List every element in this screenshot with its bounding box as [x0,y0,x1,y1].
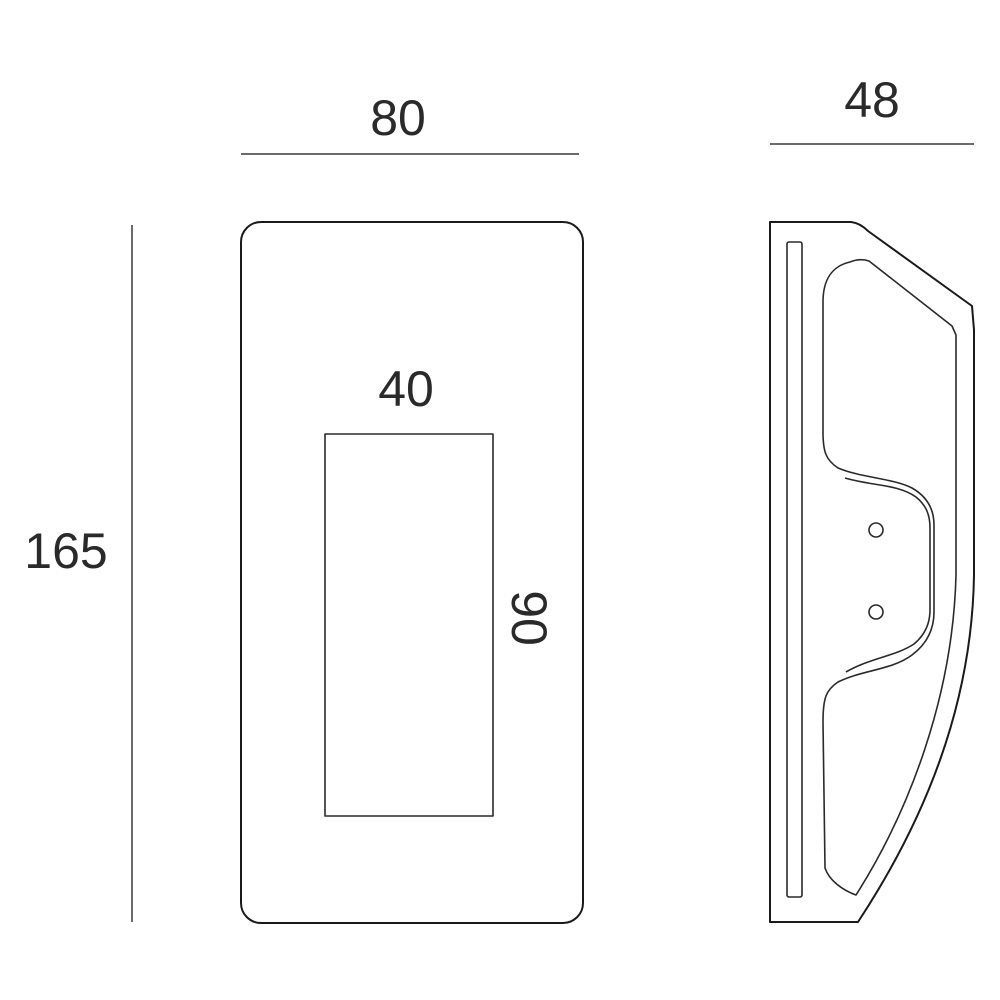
side-inner-recess [822,258,957,896]
front-view: 80 165 40 90 [24,90,584,924]
side-depth-label: 48 [844,72,900,128]
side-boss-contour [844,477,931,673]
mounting-hole-upper-icon [868,522,884,538]
side-plate-slot [786,241,803,898]
front-width-label: 80 [370,90,426,146]
side-view: 48 [769,72,975,923]
front-height-label: 165 [24,523,107,579]
mounting-hole-lower-icon [868,604,884,620]
opening-width-label: 40 [378,361,434,417]
side-profile-outline [769,221,975,923]
front-opening-outline [324,433,494,817]
front-plate-outline [240,221,584,924]
opening-height-label: 90 [501,590,557,646]
